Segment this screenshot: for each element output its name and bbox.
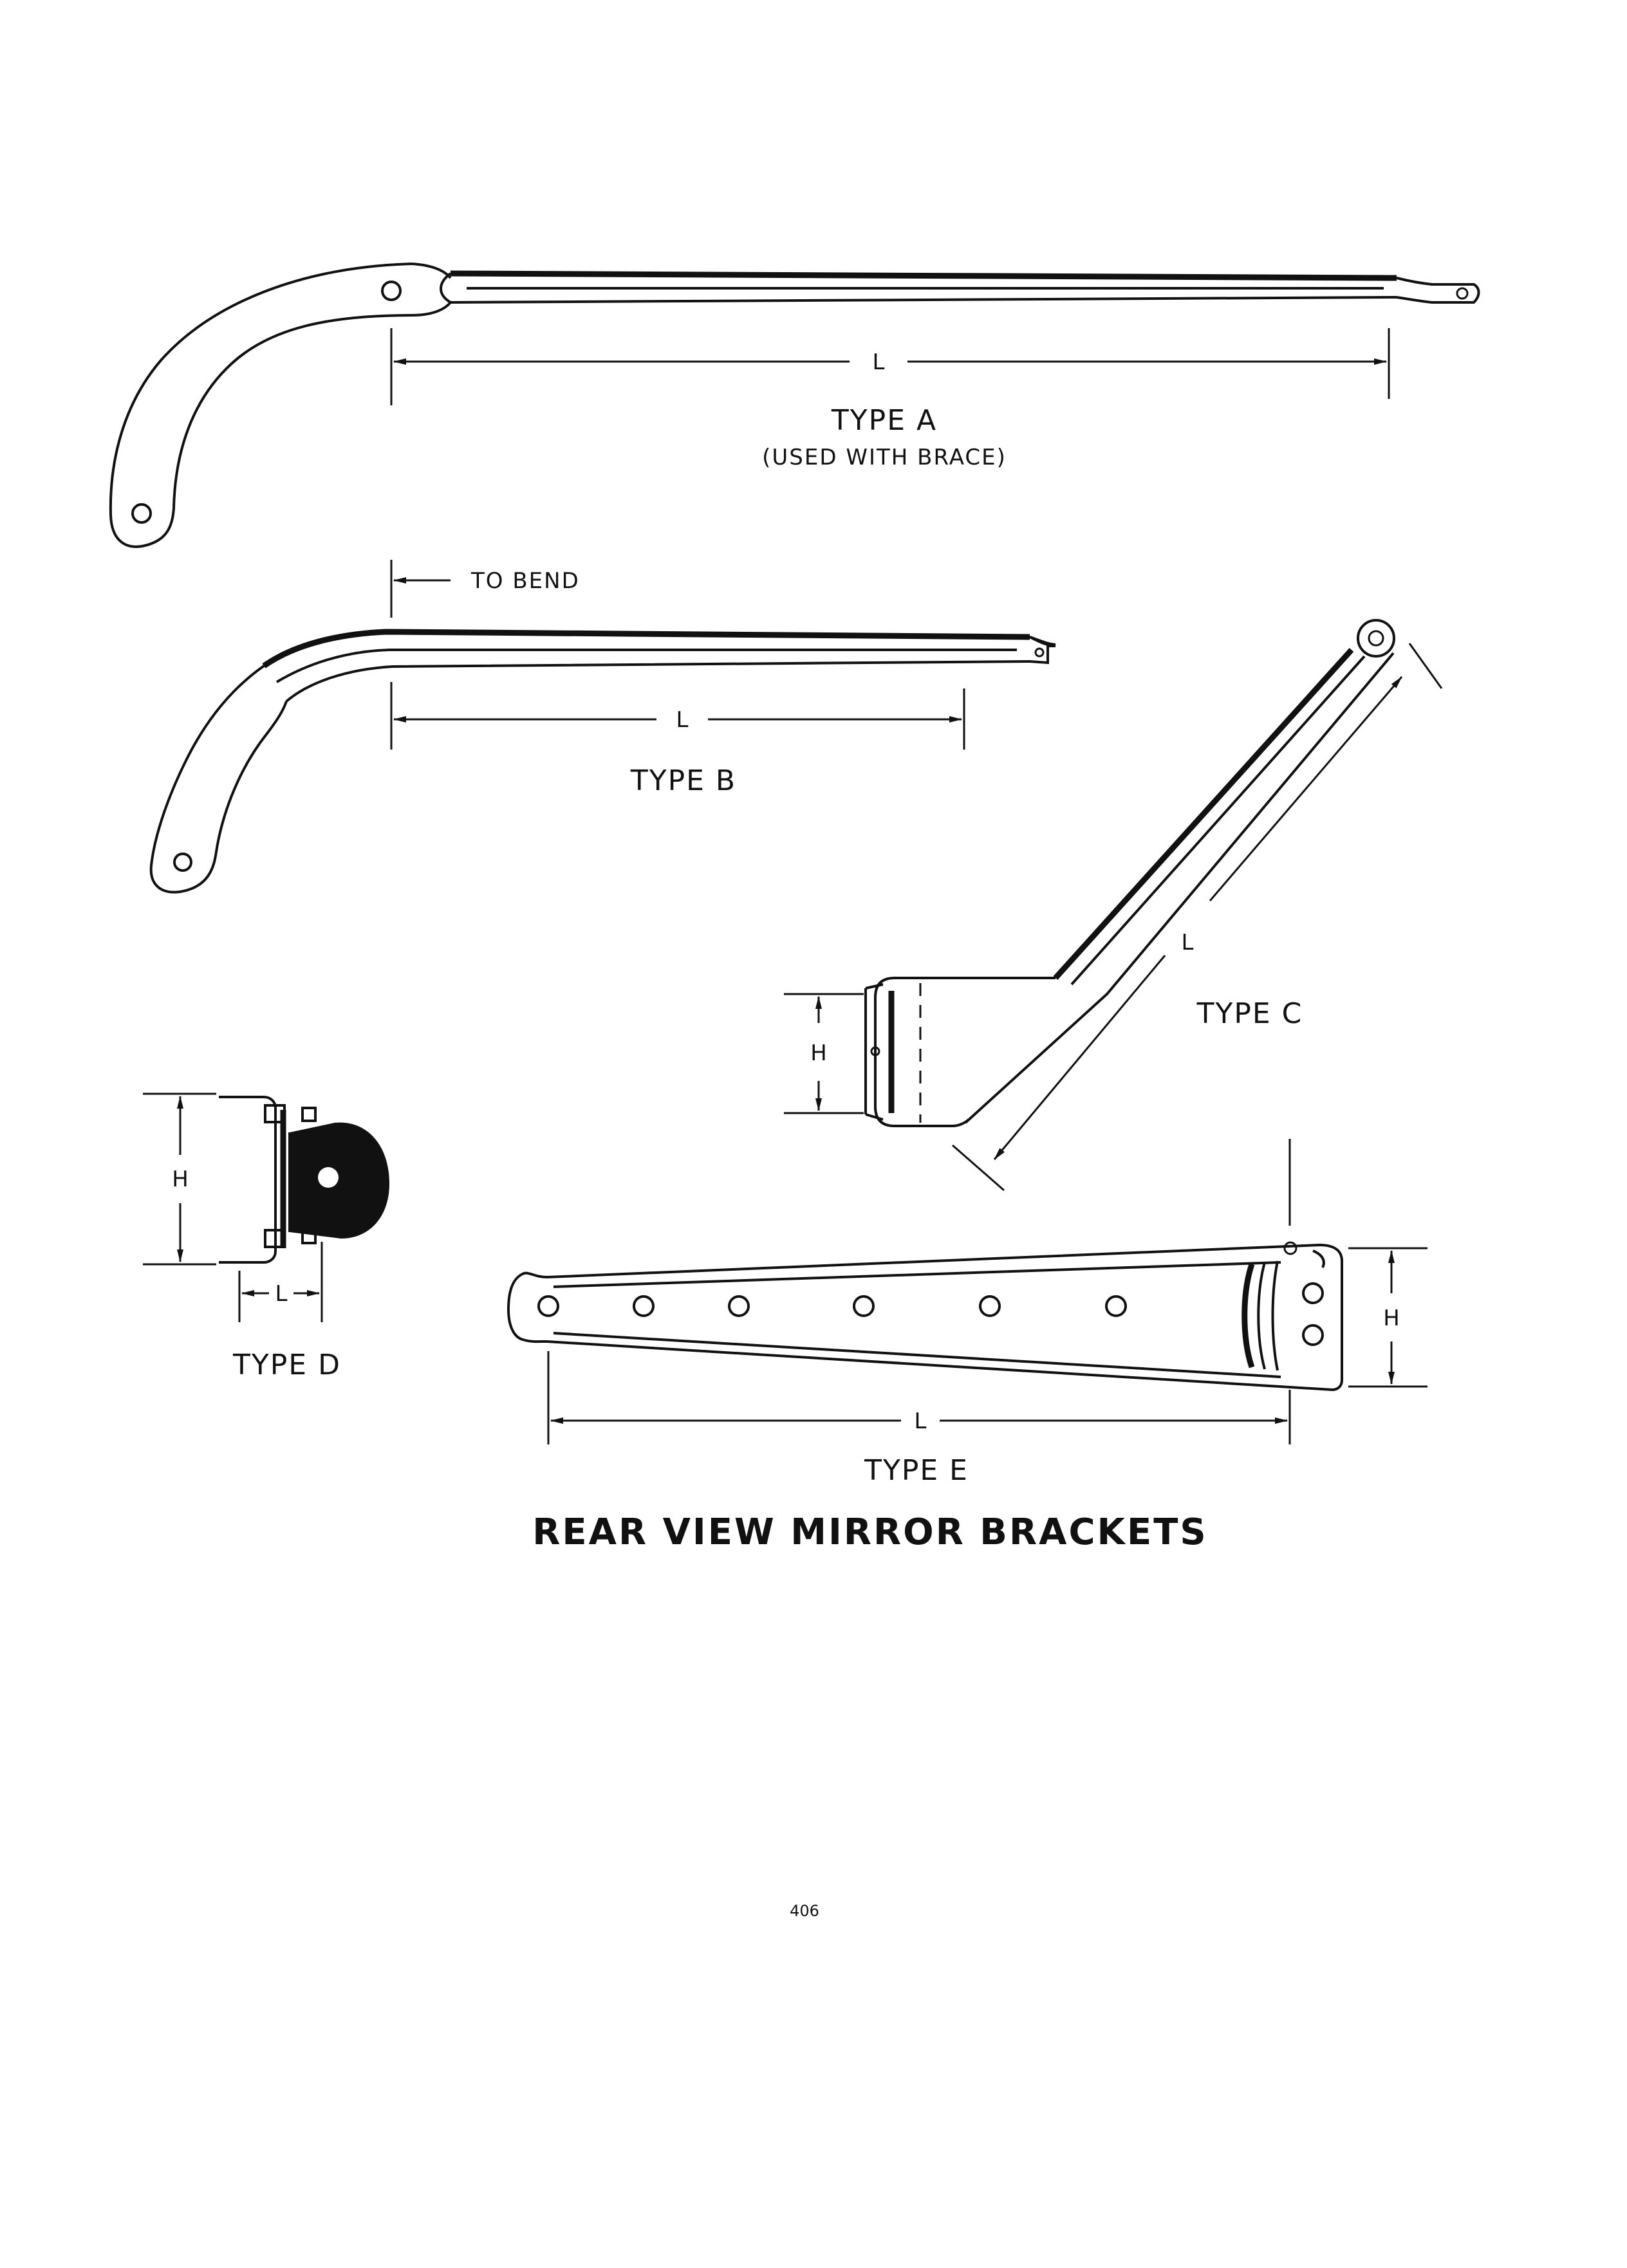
type-d-bracket: H L TYPE D xyxy=(143,1093,389,1381)
type-a-bracket: L TYPE A (USED WITH BRACE) xyxy=(109,263,1480,548)
type-b-drawing xyxy=(149,629,1056,894)
type-e-bracket: L H TYPE E xyxy=(507,1139,1427,1487)
type-b-label: TYPE B xyxy=(630,764,736,797)
type-c-dim-h: H xyxy=(810,1040,827,1066)
type-b-dim-l: L xyxy=(676,707,689,733)
type-e-dim-l: L xyxy=(915,1408,927,1434)
type-e-label: TYPE E xyxy=(864,1454,969,1487)
page-number: 406 xyxy=(790,1902,819,1920)
type-a-drawing xyxy=(109,263,1480,548)
type-d-drawing xyxy=(219,1096,389,1264)
type-c-bracket: L H TYPE C xyxy=(784,619,1443,1192)
type-c-height-dimension: H xyxy=(784,993,864,1114)
type-a-dim-l: L xyxy=(873,349,885,375)
type-d-dim-l: L xyxy=(275,1281,288,1307)
figure-title: REAR VIEW MIRROR BRACKETS xyxy=(532,1511,1207,1553)
type-a-label: TYPE A xyxy=(831,404,937,437)
type-b-to-bend: TO BEND xyxy=(470,568,580,594)
type-d-height-dimension: H xyxy=(143,1093,216,1266)
type-c-label: TYPE C xyxy=(1196,997,1303,1030)
type-d-length-dimension: L xyxy=(238,1242,323,1322)
type-e-height-dimension: H xyxy=(1348,1247,1427,1388)
type-d-dim-h: H xyxy=(172,1166,189,1192)
type-b-length-dimension: L xyxy=(390,682,965,750)
type-c-length-dimension: L xyxy=(952,643,1443,1192)
type-a-note: (USED WITH BRACE) xyxy=(762,445,1007,470)
type-b-bracket: TO BEND L TYPE B xyxy=(149,560,1056,894)
type-c-dim-l: L xyxy=(1182,930,1194,955)
type-b-to-bend-dimension: TO BEND xyxy=(390,560,580,618)
type-e-dim-h: H xyxy=(1383,1305,1400,1331)
type-e-length-dimension: L xyxy=(547,1139,1291,1444)
type-a-length-dimension: L xyxy=(390,328,1390,405)
type-c-drawing xyxy=(864,619,1395,1127)
type-e-drawing xyxy=(507,1241,1343,1392)
type-d-label: TYPE D xyxy=(232,1349,341,1381)
